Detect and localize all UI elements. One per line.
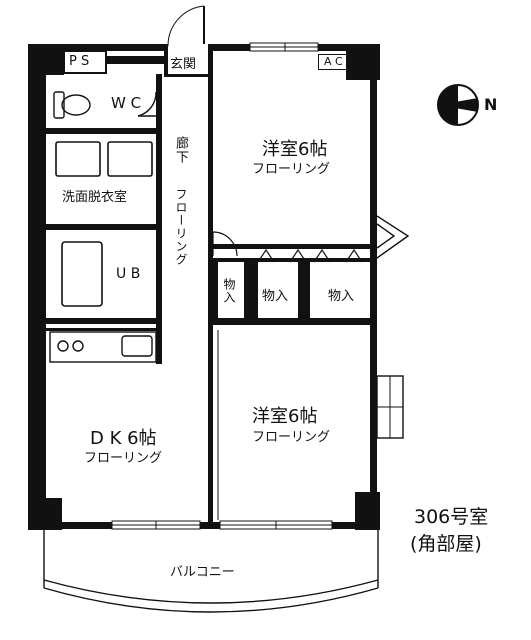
senmen-label: 洗面脱衣室 bbox=[62, 190, 128, 205]
kitchen-fixtures bbox=[49, 331, 157, 363]
washroom-fixtures bbox=[55, 141, 153, 177]
interior-walls bbox=[44, 51, 373, 525]
dk-floor-label: フローリング bbox=[84, 451, 163, 466]
ac-box bbox=[318, 54, 354, 70]
closet-small-label: 物入 bbox=[222, 278, 236, 304]
balcony bbox=[43, 530, 379, 613]
closet-doors bbox=[257, 248, 363, 263]
western-room-1-floor: フローリング bbox=[252, 162, 331, 177]
bathtub-icon bbox=[61, 241, 103, 307]
outer-walls bbox=[28, 44, 380, 530]
corner-note: (角部屋) bbox=[410, 533, 482, 555]
genkan-label: 玄関 bbox=[170, 57, 197, 72]
closet-3-label: 物入 bbox=[328, 289, 355, 304]
ac-label: A C bbox=[324, 55, 343, 68]
entrance-door bbox=[167, 5, 208, 52]
room-number: 306号室 bbox=[414, 506, 489, 528]
window-top bbox=[249, 42, 319, 52]
rouka-label: 廊下 bbox=[173, 136, 188, 164]
closet-2-label: 物入 bbox=[262, 289, 289, 304]
ub-label: U B bbox=[116, 266, 141, 282]
western-room-2-floor: フローリング bbox=[252, 430, 331, 445]
ps-label: P S bbox=[69, 54, 90, 69]
wc-fixtures bbox=[53, 91, 157, 119]
window-right bbox=[376, 375, 404, 439]
western-room-2-label: 洋室6帖 bbox=[252, 406, 318, 427]
dk-label: D K 6帖 bbox=[90, 428, 157, 449]
rouka-floor-label: フローリング bbox=[174, 188, 188, 266]
sliding-door-inner bbox=[211, 330, 219, 520]
bay-window bbox=[376, 215, 410, 259]
compass-north-label: N bbox=[484, 95, 498, 114]
compass-icon bbox=[437, 84, 479, 126]
wc-label: W C bbox=[111, 94, 142, 112]
western-room-1-label: 洋室6帖 bbox=[262, 139, 328, 160]
windows-bottom bbox=[111, 520, 333, 530]
balcony-label: バルコニー bbox=[170, 565, 235, 580]
